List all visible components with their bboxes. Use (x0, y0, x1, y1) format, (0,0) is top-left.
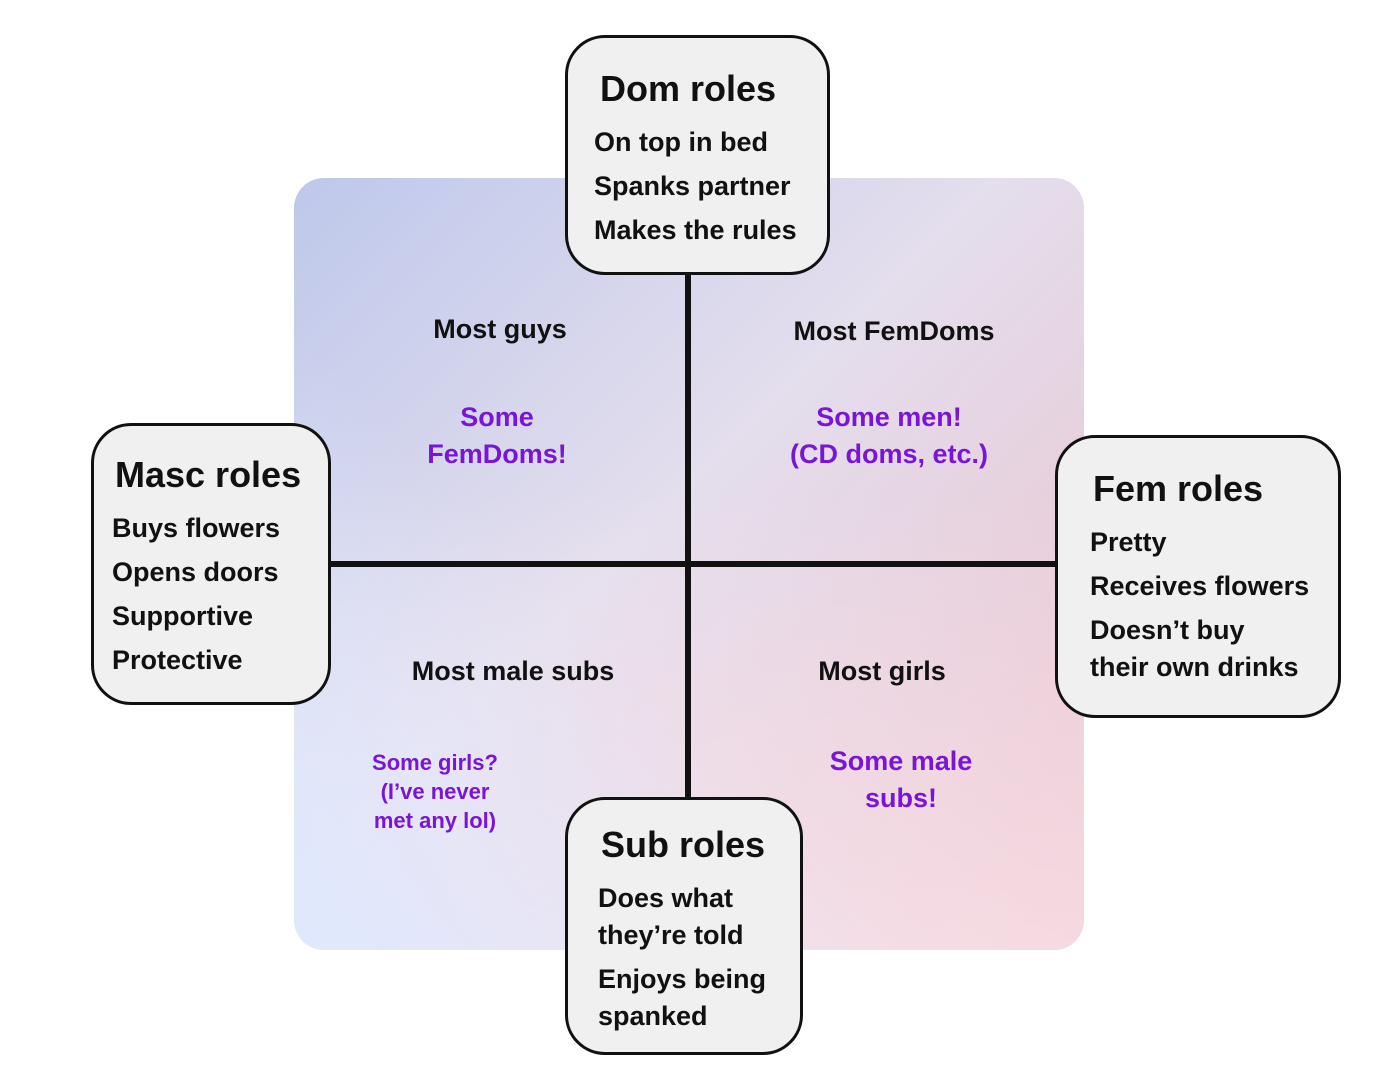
fem-roles-box: Fem roles Pretty Receives flowers Doesn’… (1055, 435, 1341, 718)
quadrant-bottom-right-main: Most girls (818, 656, 946, 686)
masc-role-item: Protective (112, 645, 243, 675)
fem-role-item: Receives flowers (1090, 571, 1310, 601)
fem-role-item: Doesn’t buy their own drinks (1090, 615, 1299, 682)
quadrant-bottom-right-note: Some male subs! (829, 746, 973, 813)
masc-roles-box: Masc roles Buys flowers Opens doors Supp… (91, 423, 331, 705)
sub-role-item: Enjoys being spanked (598, 964, 767, 1031)
dom-role-item: On top in bed (594, 127, 768, 157)
sub-role-item: Does what they’re told (598, 883, 744, 950)
dom-role-item: Makes the rules (594, 215, 797, 245)
quadrant-bottom-left-note: Some girls? (I’ve never met any lol) (372, 750, 498, 833)
quadrant-top-left-main: Most guys (433, 314, 567, 344)
vertical-axis (685, 270, 691, 800)
sub-roles-title: Sub roles (601, 824, 766, 865)
dom-roles-box: Dom roles On top in bed Spanks partner M… (565, 35, 830, 275)
sub-roles-box: Sub roles Does what they’re told Enjoys … (565, 797, 803, 1055)
dom-role-item: Spanks partner (594, 171, 791, 201)
masc-role-item: Opens doors (112, 557, 279, 587)
horizontal-axis (328, 561, 1056, 567)
quadrant-top-right-note: Some men! (CD doms, etc.) (789, 402, 989, 469)
masc-role-item: Buys flowers (112, 513, 281, 543)
quadrant-top-right-main: Most FemDoms (793, 316, 995, 346)
quadrant-top-left-note: Some FemDoms! (427, 402, 567, 469)
fem-role-item: Pretty (1090, 527, 1167, 557)
masc-role-item: Supportive (112, 601, 254, 631)
fem-roles-title: Fem roles (1093, 468, 1264, 509)
quadrant-bottom-left-main: Most male subs (411, 656, 615, 686)
dom-roles-title: Dom roles (600, 68, 777, 109)
masc-roles-title: Masc roles (115, 454, 302, 495)
